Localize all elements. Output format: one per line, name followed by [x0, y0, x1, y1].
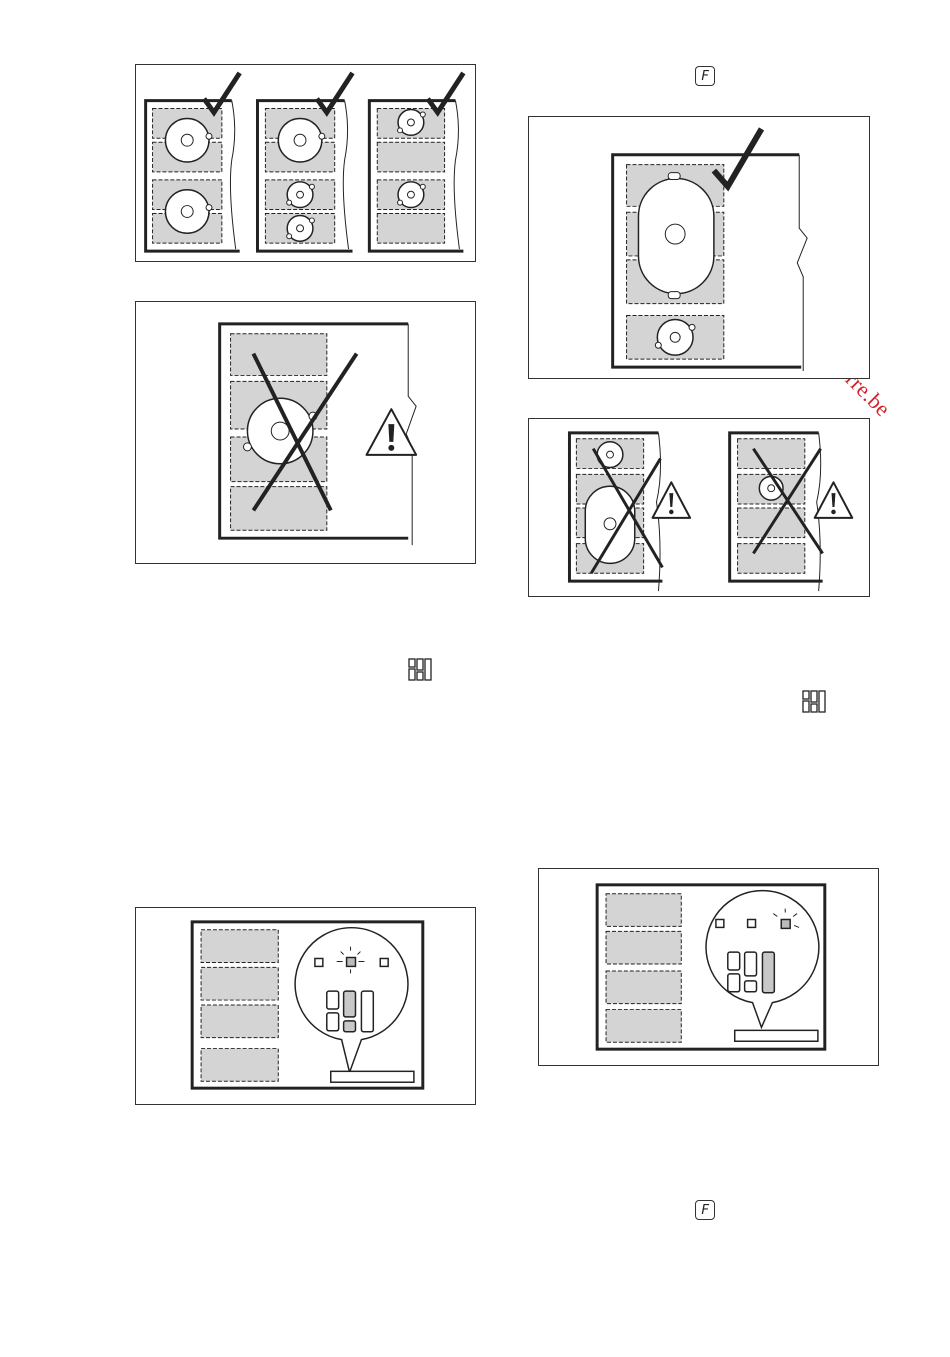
- warning-icon: [815, 482, 853, 518]
- function-key-icon: F: [695, 1200, 715, 1220]
- control-panel-illustration: [539, 869, 878, 1065]
- warning-icon: [653, 482, 691, 518]
- correct-pot-placement-illustration: [136, 65, 475, 261]
- zone-selector-icon: [408, 658, 432, 682]
- function-key-icon: F: [695, 66, 715, 86]
- hob-large-and-small-pots: [257, 73, 352, 251]
- warning-icon: [367, 409, 417, 455]
- figure-correct-pot-placement: [135, 64, 476, 262]
- control-panel-illustration: [136, 908, 475, 1104]
- zone-selector-icon: [802, 690, 826, 714]
- figure-control-panel-right-indicator: [538, 868, 879, 1066]
- hob-small-pots: [369, 73, 463, 251]
- check-icon: [428, 73, 464, 113]
- check-icon: [204, 73, 240, 113]
- figure-wrong-oval-placement: [528, 418, 870, 597]
- figure-wrong-pot-placement: [135, 301, 476, 564]
- correct-oval-placement-illustration: [529, 117, 869, 378]
- wrong-oval-placement-illustration: [529, 419, 869, 596]
- figure-control-panel-middle-indicator: [135, 907, 476, 1105]
- check-icon: [317, 73, 353, 113]
- hob-two-large-pots: [146, 73, 240, 251]
- check-icon: [714, 129, 762, 187]
- wrong-pot-placement-illustration: [136, 302, 475, 563]
- figure-correct-oval-placement: [528, 116, 870, 379]
